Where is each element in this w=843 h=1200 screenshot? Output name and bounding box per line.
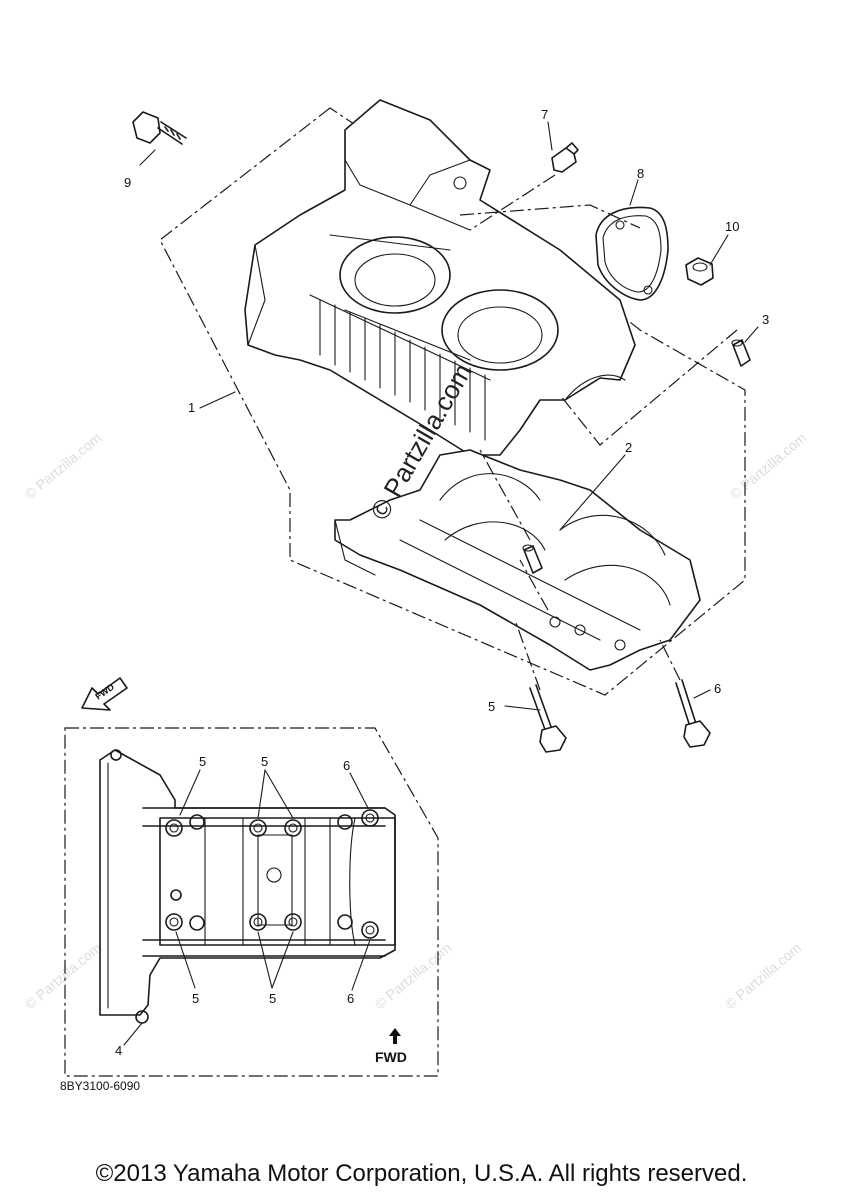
bolt-part-6: [675, 679, 711, 748]
callout-9: 9: [124, 175, 131, 190]
inset-boundary: [64, 727, 439, 1077]
inset-label-6-top: 6: [343, 758, 350, 773]
copyright-footer: ©2013 Yamaha Motor Corporation, U.S.A. A…: [95, 1160, 748, 1187]
fwd-up-arrow-icon: [389, 1028, 401, 1044]
callout-8: 8: [637, 166, 644, 181]
inset-label-5-bottom-left: 5: [192, 991, 199, 1006]
inset-label-5-top-left: 5: [199, 754, 206, 769]
watermark-faint-2: © Partzilla.com: [727, 429, 810, 502]
inset-fwd-label: FWD: [375, 1049, 407, 1065]
nipple-part-7: [551, 142, 579, 173]
fwd-badge: FWD: [81, 677, 128, 711]
fwd-arrow-icon: [81, 677, 128, 711]
cover-plate-part-8: [595, 206, 669, 301]
assembly-guide-lines: [459, 174, 738, 691]
inset-detail: 5 5 6 5 5 6 4 FWD: [64, 727, 439, 1077]
watermark-faint-1: © Partzilla.com: [22, 429, 105, 502]
callout-6: 6: [714, 681, 721, 696]
inset-label-6-bottom: 6: [347, 991, 354, 1006]
nut-part-10: [685, 257, 714, 286]
leader-lines: [139, 121, 759, 711]
inset-label-5-bottom-center: 5: [269, 991, 276, 1006]
callout-7: 7: [541, 107, 548, 122]
upper-crankcase: [244, 99, 636, 456]
dowel-pin-part-2: [522, 544, 543, 574]
callout-5: 5: [488, 699, 495, 714]
callout-1: 1: [188, 400, 195, 415]
inset-label-4: 4: [115, 1043, 122, 1058]
bolt-part-9: [132, 111, 187, 145]
dowel-pin-part-3: [731, 339, 751, 367]
lower-crankcase: [334, 449, 701, 671]
part-code: 8BY3100-6090: [60, 1079, 140, 1093]
callout-3: 3: [762, 312, 769, 327]
crankcase-exploded-diagram: © Partzilla.com © Partzilla.com © Partzi…: [22, 99, 810, 1093]
watermark-faint-5: © Partzilla.com: [722, 939, 805, 1012]
callout-10: 10: [725, 219, 739, 234]
bolt-part-5: [529, 684, 567, 753]
watermark-faint-4: © Partzilla.com: [372, 939, 455, 1012]
inset-label-5-top-center: 5: [261, 754, 268, 769]
callout-2: 2: [625, 440, 632, 455]
watermark-faint-3: © Partzilla.com: [22, 939, 105, 1012]
